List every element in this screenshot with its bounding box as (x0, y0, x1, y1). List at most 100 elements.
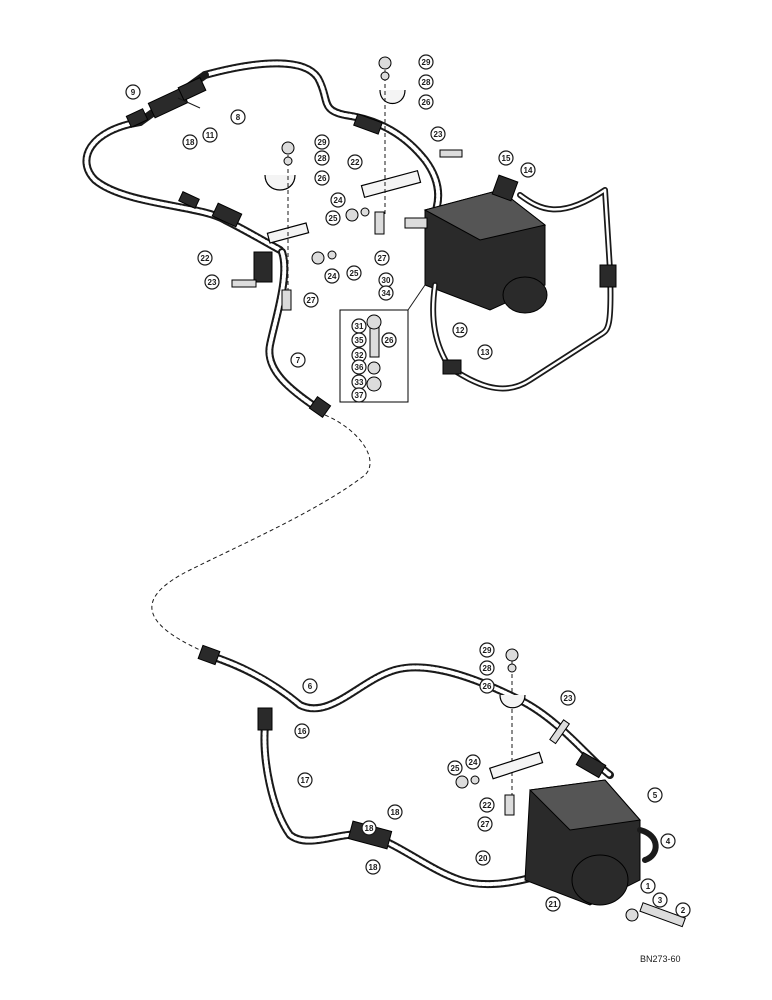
callout-c22a: 22 (347, 154, 363, 170)
callout-number: 12 (456, 326, 465, 335)
callout-number: 25 (451, 764, 460, 773)
callout-c12: 12 (452, 322, 468, 338)
callout-c1: 1 (640, 878, 656, 894)
callout-number: 18 (391, 808, 400, 817)
callout-c23b: 23 (204, 274, 220, 290)
callout-number: 37 (355, 391, 364, 400)
callout-number: 21 (549, 900, 558, 909)
callout-bubble (378, 285, 394, 301)
callout-c13: 13 (477, 344, 493, 360)
callout-bubble (346, 265, 362, 281)
callout-bubble (430, 126, 446, 142)
callout-bubble (452, 322, 468, 338)
callout-number: 2 (681, 906, 686, 915)
callout-c22b: 22 (197, 250, 213, 266)
callout-number: 36 (355, 363, 364, 372)
callout-bubble (351, 359, 367, 375)
callout-c27c: 27 (477, 816, 493, 832)
callout-bubble (361, 820, 377, 836)
callout-c18d: 18 (365, 859, 381, 875)
callout-bubble (640, 878, 656, 894)
callout-bubble (197, 250, 213, 266)
callout-number: 27 (378, 254, 387, 263)
callout-bubble (202, 127, 218, 143)
callout-c26d: 26 (381, 332, 397, 348)
callout-bubble (479, 678, 495, 694)
callout-number: 16 (298, 727, 307, 736)
callout-bubble (475, 850, 491, 866)
control-valve (404, 174, 548, 314)
callout-bubble (330, 192, 346, 208)
callout-number: 17 (301, 776, 310, 785)
callout-number: 18 (365, 824, 374, 833)
callout-number: 14 (524, 166, 533, 175)
callout-number: 15 (502, 154, 511, 163)
callout-bubble (652, 892, 668, 908)
callout-bubble (477, 816, 493, 832)
callout-c29c: 29 (479, 642, 495, 658)
callout-bubble (479, 642, 495, 658)
callout-c31: 31 (351, 318, 367, 334)
callout-c26b: 26 (418, 94, 434, 110)
callout-c28c: 28 (479, 660, 495, 676)
callout-number: 9 (131, 88, 136, 97)
callout-number: 22 (201, 254, 210, 263)
callout-bubble (381, 332, 397, 348)
hose-6 (197, 644, 614, 779)
callout-c15: 15 (498, 150, 514, 166)
callout-c22c: 22 (479, 797, 495, 813)
callout-c35: 35 (351, 332, 367, 348)
callout-number: 26 (385, 336, 394, 345)
callout-bubble (560, 690, 576, 706)
callout-c3: 3 (652, 892, 668, 908)
callout-number: 29 (483, 646, 492, 655)
callout-bubble (314, 170, 330, 186)
callout-bubble (325, 210, 341, 226)
callout-bubble (324, 268, 340, 284)
callout-number: 29 (318, 138, 327, 147)
callout-number: 28 (422, 78, 431, 87)
callout-bubble (477, 344, 493, 360)
lower-bracket-hardware (455, 648, 571, 816)
callout-c17: 17 (297, 772, 313, 788)
callout-number: 26 (318, 174, 327, 183)
callout-c9: 9 (125, 84, 141, 100)
callout-number: 35 (355, 336, 364, 345)
callout-bubble (465, 754, 481, 770)
callout-c26a: 26 (314, 170, 330, 186)
callout-c4: 4 (660, 833, 676, 849)
callout-bubble (314, 134, 330, 150)
callout-bubbles: 1234567891112131415161718181820212222222… (125, 54, 691, 918)
callout-number: 18 (186, 138, 195, 147)
callout-c5: 5 (647, 787, 663, 803)
callout-bubble (660, 833, 676, 849)
callout-bubble (520, 162, 536, 178)
callout-bubble (479, 797, 495, 813)
continuation-line (151, 414, 371, 651)
callout-c11: 11 (202, 127, 218, 143)
callout-c25c: 25 (447, 760, 463, 776)
callout-bubble (230, 109, 246, 125)
callout-c16: 16 (294, 723, 310, 739)
callout-number: 7 (296, 356, 301, 365)
callout-c28a: 28 (314, 150, 330, 166)
callout-number: 25 (329, 214, 338, 223)
fastener-inset (339, 284, 426, 403)
callout-number: 27 (307, 296, 316, 305)
callout-bubble (675, 902, 691, 918)
callout-number: 28 (483, 664, 492, 673)
callout-c23a: 23 (430, 126, 446, 142)
callout-c27b: 27 (303, 292, 319, 308)
callout-c23c: 23 (560, 690, 576, 706)
callout-number: 28 (318, 154, 327, 163)
callout-number: 26 (483, 682, 492, 691)
callout-number: 24 (334, 196, 343, 205)
callout-c27a: 27 (374, 250, 390, 266)
callout-number: 23 (208, 278, 217, 287)
callout-bubble (297, 772, 313, 788)
callout-bubble (374, 250, 390, 266)
callout-bubble (204, 274, 220, 290)
callout-bubble (290, 352, 306, 368)
callout-bubble (294, 723, 310, 739)
